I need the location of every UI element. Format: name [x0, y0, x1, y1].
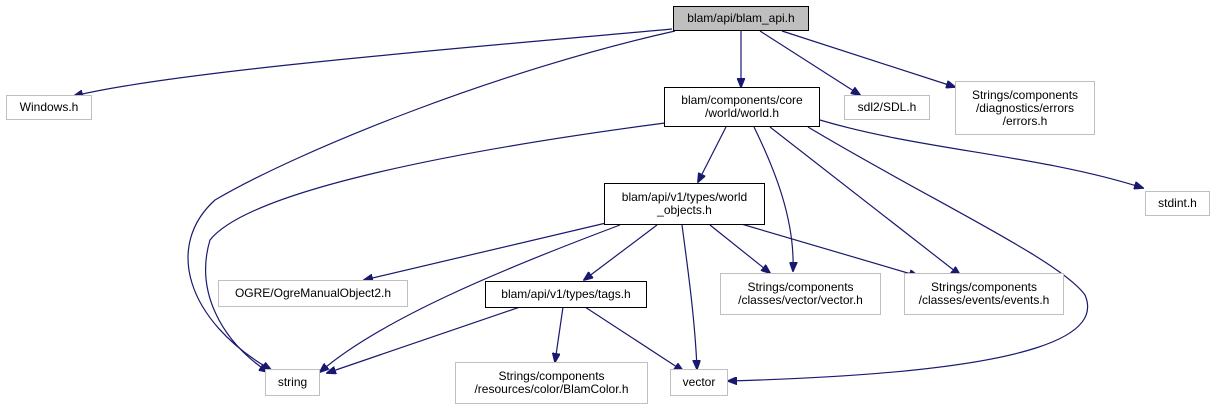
edge-blam_api-errors — [781, 30, 955, 87]
node-errors-h[interactable]: Strings/components /diagnostics/errors /… — [955, 81, 1095, 135]
node-vector[interactable]: vector — [670, 369, 728, 396]
edge-world-events — [769, 126, 960, 275]
edge-world_objects-events — [737, 222, 918, 276]
edge-world-world_objects — [698, 126, 727, 182]
edge-world-stdint — [819, 119, 1143, 188]
node-string[interactable]: string — [265, 369, 320, 396]
edge-world_objects-vector — [681, 224, 697, 369]
edge-world-vector_h — [753, 126, 793, 271]
edge-world_objects-string — [320, 224, 621, 372]
edge-tags-string — [327, 306, 521, 373]
node-windows-h[interactable]: Windows.h — [6, 95, 92, 120]
node-events-h[interactable]: Strings/components /classes/events/event… — [904, 273, 1064, 315]
edge-world-string — [205, 122, 666, 372]
edge-blam_api-windows — [74, 28, 673, 96]
node-sdl-h[interactable]: sdl2/SDL.h — [844, 95, 930, 120]
node-vector-vector-h[interactable]: Strings/components /classes/vector/vecto… — [720, 273, 881, 315]
node-blam-api-h[interactable]: blam/api/blam_api.h — [673, 6, 809, 31]
node-stdint-h[interactable]: stdint.h — [1145, 191, 1210, 216]
edge-world_objects-tags — [584, 224, 658, 280]
edge-tags-vector — [584, 306, 683, 371]
edge-blam_api-string — [187, 30, 676, 370]
edge-world-vector — [728, 126, 1089, 381]
edge-tags-blamcolor — [555, 306, 564, 362]
edge-blam_api-sdl — [759, 30, 860, 95]
node-world-h[interactable]: blam/components/core /world/world.h — [664, 87, 820, 127]
node-tags-h[interactable]: blam/api/v1/types/tags.h — [485, 281, 647, 308]
node-blamcolor-h[interactable]: Strings/components /resources/color/Blam… — [455, 362, 648, 404]
node-world-objects-h[interactable]: blam/api/v1/types/world _objects.h — [604, 183, 765, 225]
edge-world_objects-vector_h — [709, 224, 770, 273]
edge-world_objects-ogre — [364, 222, 607, 280]
node-ogre-h[interactable]: OGRE/OgreManualObject2.h — [218, 280, 408, 307]
